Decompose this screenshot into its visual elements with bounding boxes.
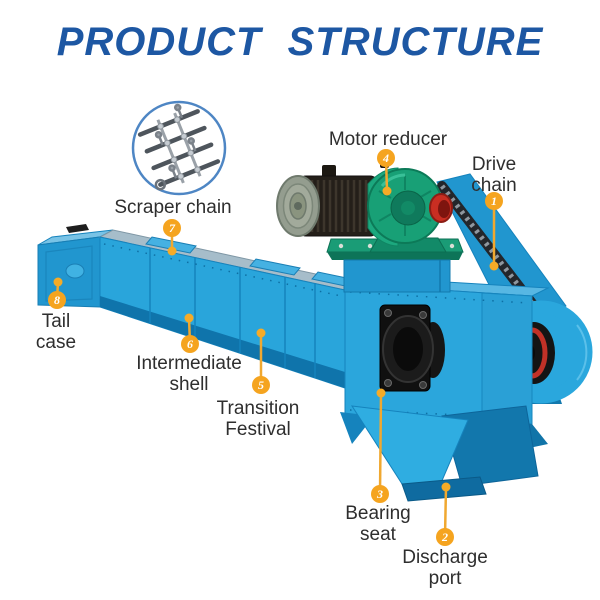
- label-transition-festival: Transition Festival: [168, 398, 348, 440]
- label-line: Bearing: [345, 503, 411, 524]
- label-line: shell: [169, 374, 209, 395]
- label-line: Transition: [216, 398, 300, 419]
- label-drive-chain: Drive chain: [434, 154, 554, 196]
- label-motor-reducer: Motor reducer: [288, 129, 488, 150]
- label-scraper-chain: Scraper chain: [73, 197, 273, 218]
- badge-tail-case: 8: [48, 291, 66, 309]
- badge-bearing-seat: 3: [371, 485, 389, 503]
- label-line: port: [428, 568, 462, 589]
- badge-scraper-chain: 7: [163, 219, 181, 237]
- label-line: Festival: [225, 419, 291, 440]
- label-line: Intermediate: [136, 353, 242, 374]
- label-line: Tail: [41, 311, 71, 332]
- label-line: case: [35, 332, 77, 353]
- motor-reducer-part: [276, 158, 464, 293]
- page-title: PRODUCT STRUCTURE: [56, 20, 544, 64]
- badge-intermediate-shell: 6: [181, 335, 199, 353]
- intermediate-shell-part: [98, 229, 359, 389]
- badge-drive-chain: 1: [485, 192, 503, 210]
- badge-motor-reducer: 4: [377, 149, 395, 167]
- label-line: Scraper chain: [114, 197, 232, 218]
- bearing-seat-part: [379, 304, 445, 392]
- badge-discharge-port: 2: [436, 528, 454, 546]
- label-line: Discharge: [402, 547, 488, 568]
- label-line: seat: [360, 524, 396, 545]
- label-tail-case: Tail case: [6, 311, 106, 353]
- tail-case-part: [37, 224, 114, 308]
- label-line: Motor reducer: [328, 129, 448, 150]
- label-line: chain: [471, 175, 517, 196]
- label-intermediate-shell: Intermediate shell: [99, 353, 279, 395]
- scraper-chain-inset: [131, 100, 227, 196]
- badge-transition-festival: 5: [252, 376, 270, 394]
- label-bearing-seat: Bearing seat: [308, 503, 448, 545]
- label-line: Drive: [471, 154, 517, 175]
- label-discharge-port: Discharge port: [375, 547, 515, 589]
